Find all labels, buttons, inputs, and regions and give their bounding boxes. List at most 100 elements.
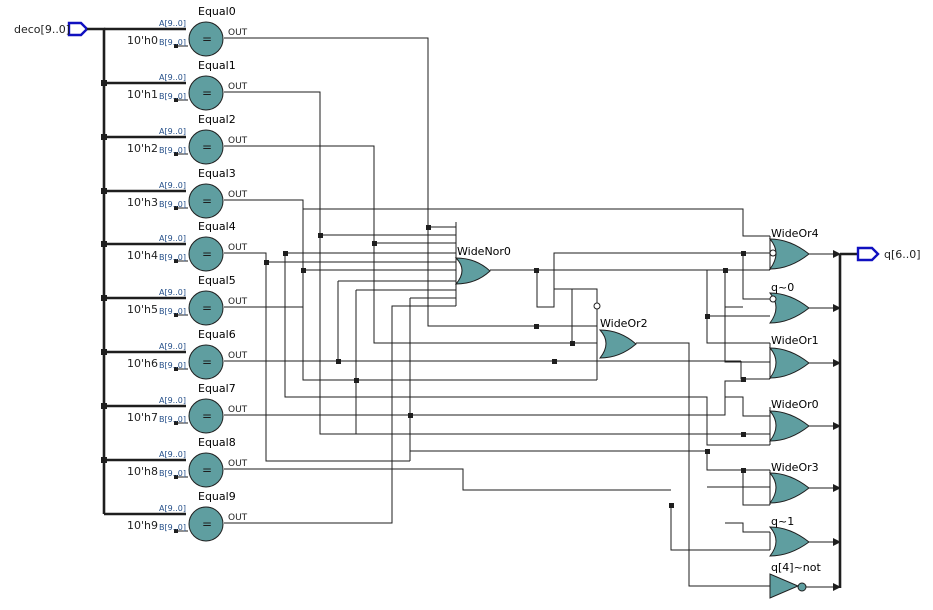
comparator-a-port-label: A[9..0] (159, 450, 186, 459)
equality-comparator-icon (188, 183, 224, 219)
comparator-a-port-label: A[9..0] (159, 504, 186, 513)
equal-symbol: = (202, 247, 212, 261)
equality-comparator-icon (188, 398, 224, 434)
comparator-constant: 10'h9 (127, 519, 158, 532)
wire-junctions (264, 225, 746, 508)
or-gate-icon (768, 347, 810, 379)
equal-symbol: = (202, 517, 212, 531)
equal-symbol: = (202, 355, 212, 369)
input-port[interactable]: deco[9..0] (14, 21, 89, 37)
comparator-a-port-label: A[9..0] (159, 19, 186, 28)
comparator-out-port-label: OUT (228, 513, 248, 523)
comparator-name: Equal3 (198, 167, 236, 180)
wideor0-label: WideOr0 (771, 398, 819, 411)
comparator-b-port-label: B[9..0] (159, 361, 186, 370)
wideor2-gate[interactable]: WideOr2 (593, 302, 648, 380)
equality-comparator-icon (188, 21, 224, 57)
comparator-b-port-label: B[9..0] (159, 92, 186, 101)
comparator-a-port-label: A[9..0] (159, 181, 186, 190)
q0-gate[interactable]: q~0 (768, 281, 810, 324)
comparator-name: Equal9 (198, 490, 236, 503)
equal-symbol: = (202, 409, 212, 423)
comparator-a-port-label: A[9..0] (159, 288, 186, 297)
widenor0-label: WideNor0 (457, 245, 511, 258)
comparator-out-port-label: OUT (228, 351, 248, 361)
comparator-constant: 10'h3 (127, 196, 158, 209)
wideor4-gate[interactable]: WideOr4 (768, 227, 819, 270)
nor-gate-icon (454, 257, 491, 285)
comparator-constant: 10'h1 (127, 88, 158, 101)
wideor3-gate[interactable]: WideOr3 (768, 461, 819, 505)
q1-gate[interactable]: q~1 (768, 515, 810, 557)
comparator-constant: 10'h2 (127, 142, 158, 155)
comparator-constant: 10'h4 (127, 249, 158, 262)
q4-not-gate[interactable]: q[4]~not (769, 561, 821, 599)
comparator-a-port-label: A[9..0] (159, 234, 186, 243)
bus-junctions (101, 80, 107, 463)
q1-label: q~1 (771, 515, 794, 528)
comparator-name: Equal5 (198, 274, 236, 287)
comparator-b-port-label: B[9..0] (159, 307, 186, 316)
equal-symbol: = (202, 140, 212, 154)
input-port-label: deco[9..0] (14, 23, 70, 36)
input-bus (87, 27, 186, 516)
wideor0-gate[interactable]: WideOr0 (768, 398, 819, 445)
comparator-out-port-label: OUT (228, 190, 248, 200)
comparator-out-port-label: OUT (228, 243, 248, 253)
comparator-out-port-label: OUT (228, 28, 248, 38)
comparator-name: Equal4 (198, 220, 236, 233)
comparator-constant: 10'h6 (127, 357, 158, 370)
or-gate-icon (598, 329, 637, 359)
comparator-name: Equal7 (198, 382, 236, 395)
equality-comparator-icon (188, 75, 224, 111)
equal-symbol: = (202, 32, 212, 46)
comparator-out-port-label: OUT (228, 82, 248, 92)
comparator-name: Equal2 (198, 113, 236, 126)
comparator-out-port-label: OUT (228, 405, 248, 415)
comparator-b-port-label: B[9..0] (159, 253, 186, 262)
comparator-name: Equal8 (198, 436, 236, 449)
output-port[interactable]: q[6..0] (856, 246, 921, 262)
comparator-name: Equal0 (198, 5, 236, 18)
inverter-bubble-icon (797, 582, 807, 592)
or-gate-icon (768, 526, 810, 557)
comparator-b-port-label: B[9..0] (159, 38, 186, 47)
comparator-column: Equal0A[9..0]B[9..0]10'h0OUT=Equal1A[9..… (127, 5, 248, 542)
inverted-input-icon (769, 249, 777, 257)
equal-symbol: = (202, 463, 212, 477)
comparator-constant: 10'h5 (127, 303, 158, 316)
comparator-b-port-label: B[9..0] (159, 200, 186, 209)
inverted-input-icon (593, 302, 601, 310)
or-gate-icon (768, 292, 810, 324)
wideor3-label: WideOr3 (771, 461, 819, 474)
comparator-constant: 10'h8 (127, 465, 158, 478)
comparator-b-port-label: B[9..0] (159, 523, 186, 532)
widenor0-gate[interactable]: WideNor0 (454, 222, 511, 306)
comparator-b-port-label: B[9..0] (159, 415, 186, 424)
or-gate-icon (768, 410, 810, 442)
q0-label: q~0 (771, 281, 794, 294)
equal-symbol: = (202, 301, 212, 315)
comparator-constant: 10'h0 (127, 34, 158, 47)
widenor0-output-wires (490, 252, 743, 308)
wideor1-gate[interactable]: WideOr1 (768, 334, 819, 379)
comparator-a-port-label: A[9..0] (159, 396, 186, 405)
comparator-a-port-label: A[9..0] (159, 342, 186, 351)
comparator-name: Equal6 (198, 328, 236, 341)
equality-comparator-icon (188, 506, 224, 542)
equality-comparator-icon (188, 129, 224, 165)
gate-input-wires (284, 208, 770, 551)
comparator-output-wires (224, 37, 743, 524)
wideor2-output-wires (636, 342, 770, 587)
